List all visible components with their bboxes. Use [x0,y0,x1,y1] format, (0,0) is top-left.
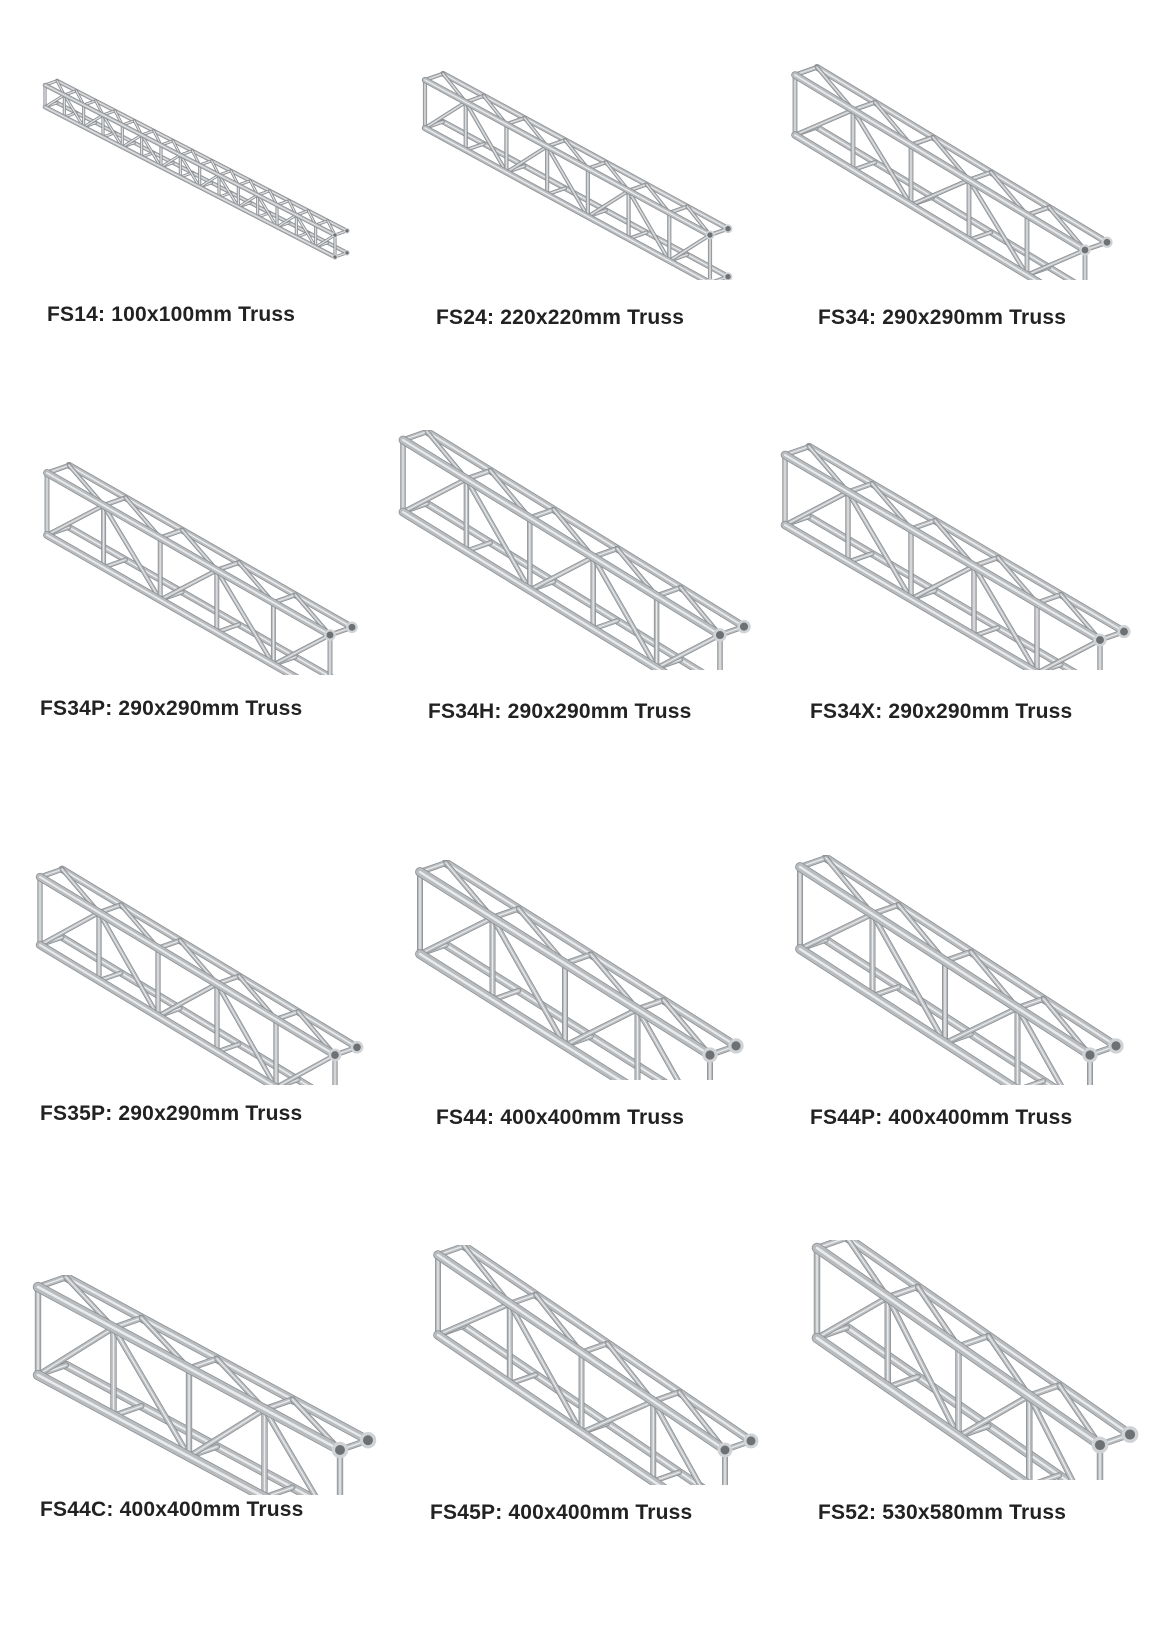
product-caption: FS35P: 290x290mm Truss [40,1102,303,1125]
truss-fs34x-image [780,442,1131,670]
product-card-fs34p: FS34P: 290x290mm Truss [35,455,405,815]
product-caption: FS52: 530x580mm Truss [818,1501,1067,1524]
product-caption: FS44C: 400x400mm Truss [40,1498,304,1521]
truss-fs34-image [791,64,1113,280]
product-card-fs45p: FS45P: 400x400mm Truss [430,1245,800,1605]
truss-fs45p-image [433,1245,759,1485]
truss-fs34h-image [398,430,751,670]
product-card-fs35p: FS35P: 290x290mm Truss [30,865,400,1225]
product-card-fs34: FS34: 290x290mm Truss [785,60,1155,420]
product-card-fs24: FS24: 220x220mm Truss [410,60,780,420]
truss-fs34p-image [43,461,358,675]
product-caption: FS14: 100x100mm Truss [47,303,296,326]
product-caption: FS24: 220x220mm Truss [436,306,685,329]
truss-fs44c-image [32,1275,377,1495]
product-card-fs44c: FS44C: 400x400mm Truss [30,1275,400,1635]
truss-fs35p-image [35,865,364,1085]
product-card-fs14: FS14: 100x100mm Truss [35,60,405,420]
product-caption: FS34P: 290x290mm Truss [40,697,303,720]
truss-fs24-image [421,70,733,280]
truss-fs52-image [811,1240,1139,1480]
product-caption: FS34X: 290x290mm Truss [810,700,1073,723]
product-caption: FS45P: 400x400mm Truss [430,1501,693,1524]
product-caption: FS34H: 290x290mm Truss [428,700,692,723]
truss-fs44-image [415,860,744,1080]
product-card-fs52: FS52: 530x580mm Truss [805,1240,1170,1600]
product-card-fs44: FS44: 400x400mm Truss [410,860,780,1220]
truss-fs14-image [42,78,350,260]
product-caption: FS44: 400x400mm Truss [436,1106,685,1129]
product-card-fs34h: FS34H: 290x290mm Truss [395,430,765,790]
product-caption: FS44P: 400x400mm Truss [810,1106,1073,1129]
truss-fs44p-image [795,855,1124,1085]
product-card-fs34x: FS34X: 290x290mm Truss [775,440,1145,800]
product-caption: FS34: 290x290mm Truss [818,306,1067,329]
product-card-fs44p: FS44P: 400x400mm Truss [790,855,1160,1215]
